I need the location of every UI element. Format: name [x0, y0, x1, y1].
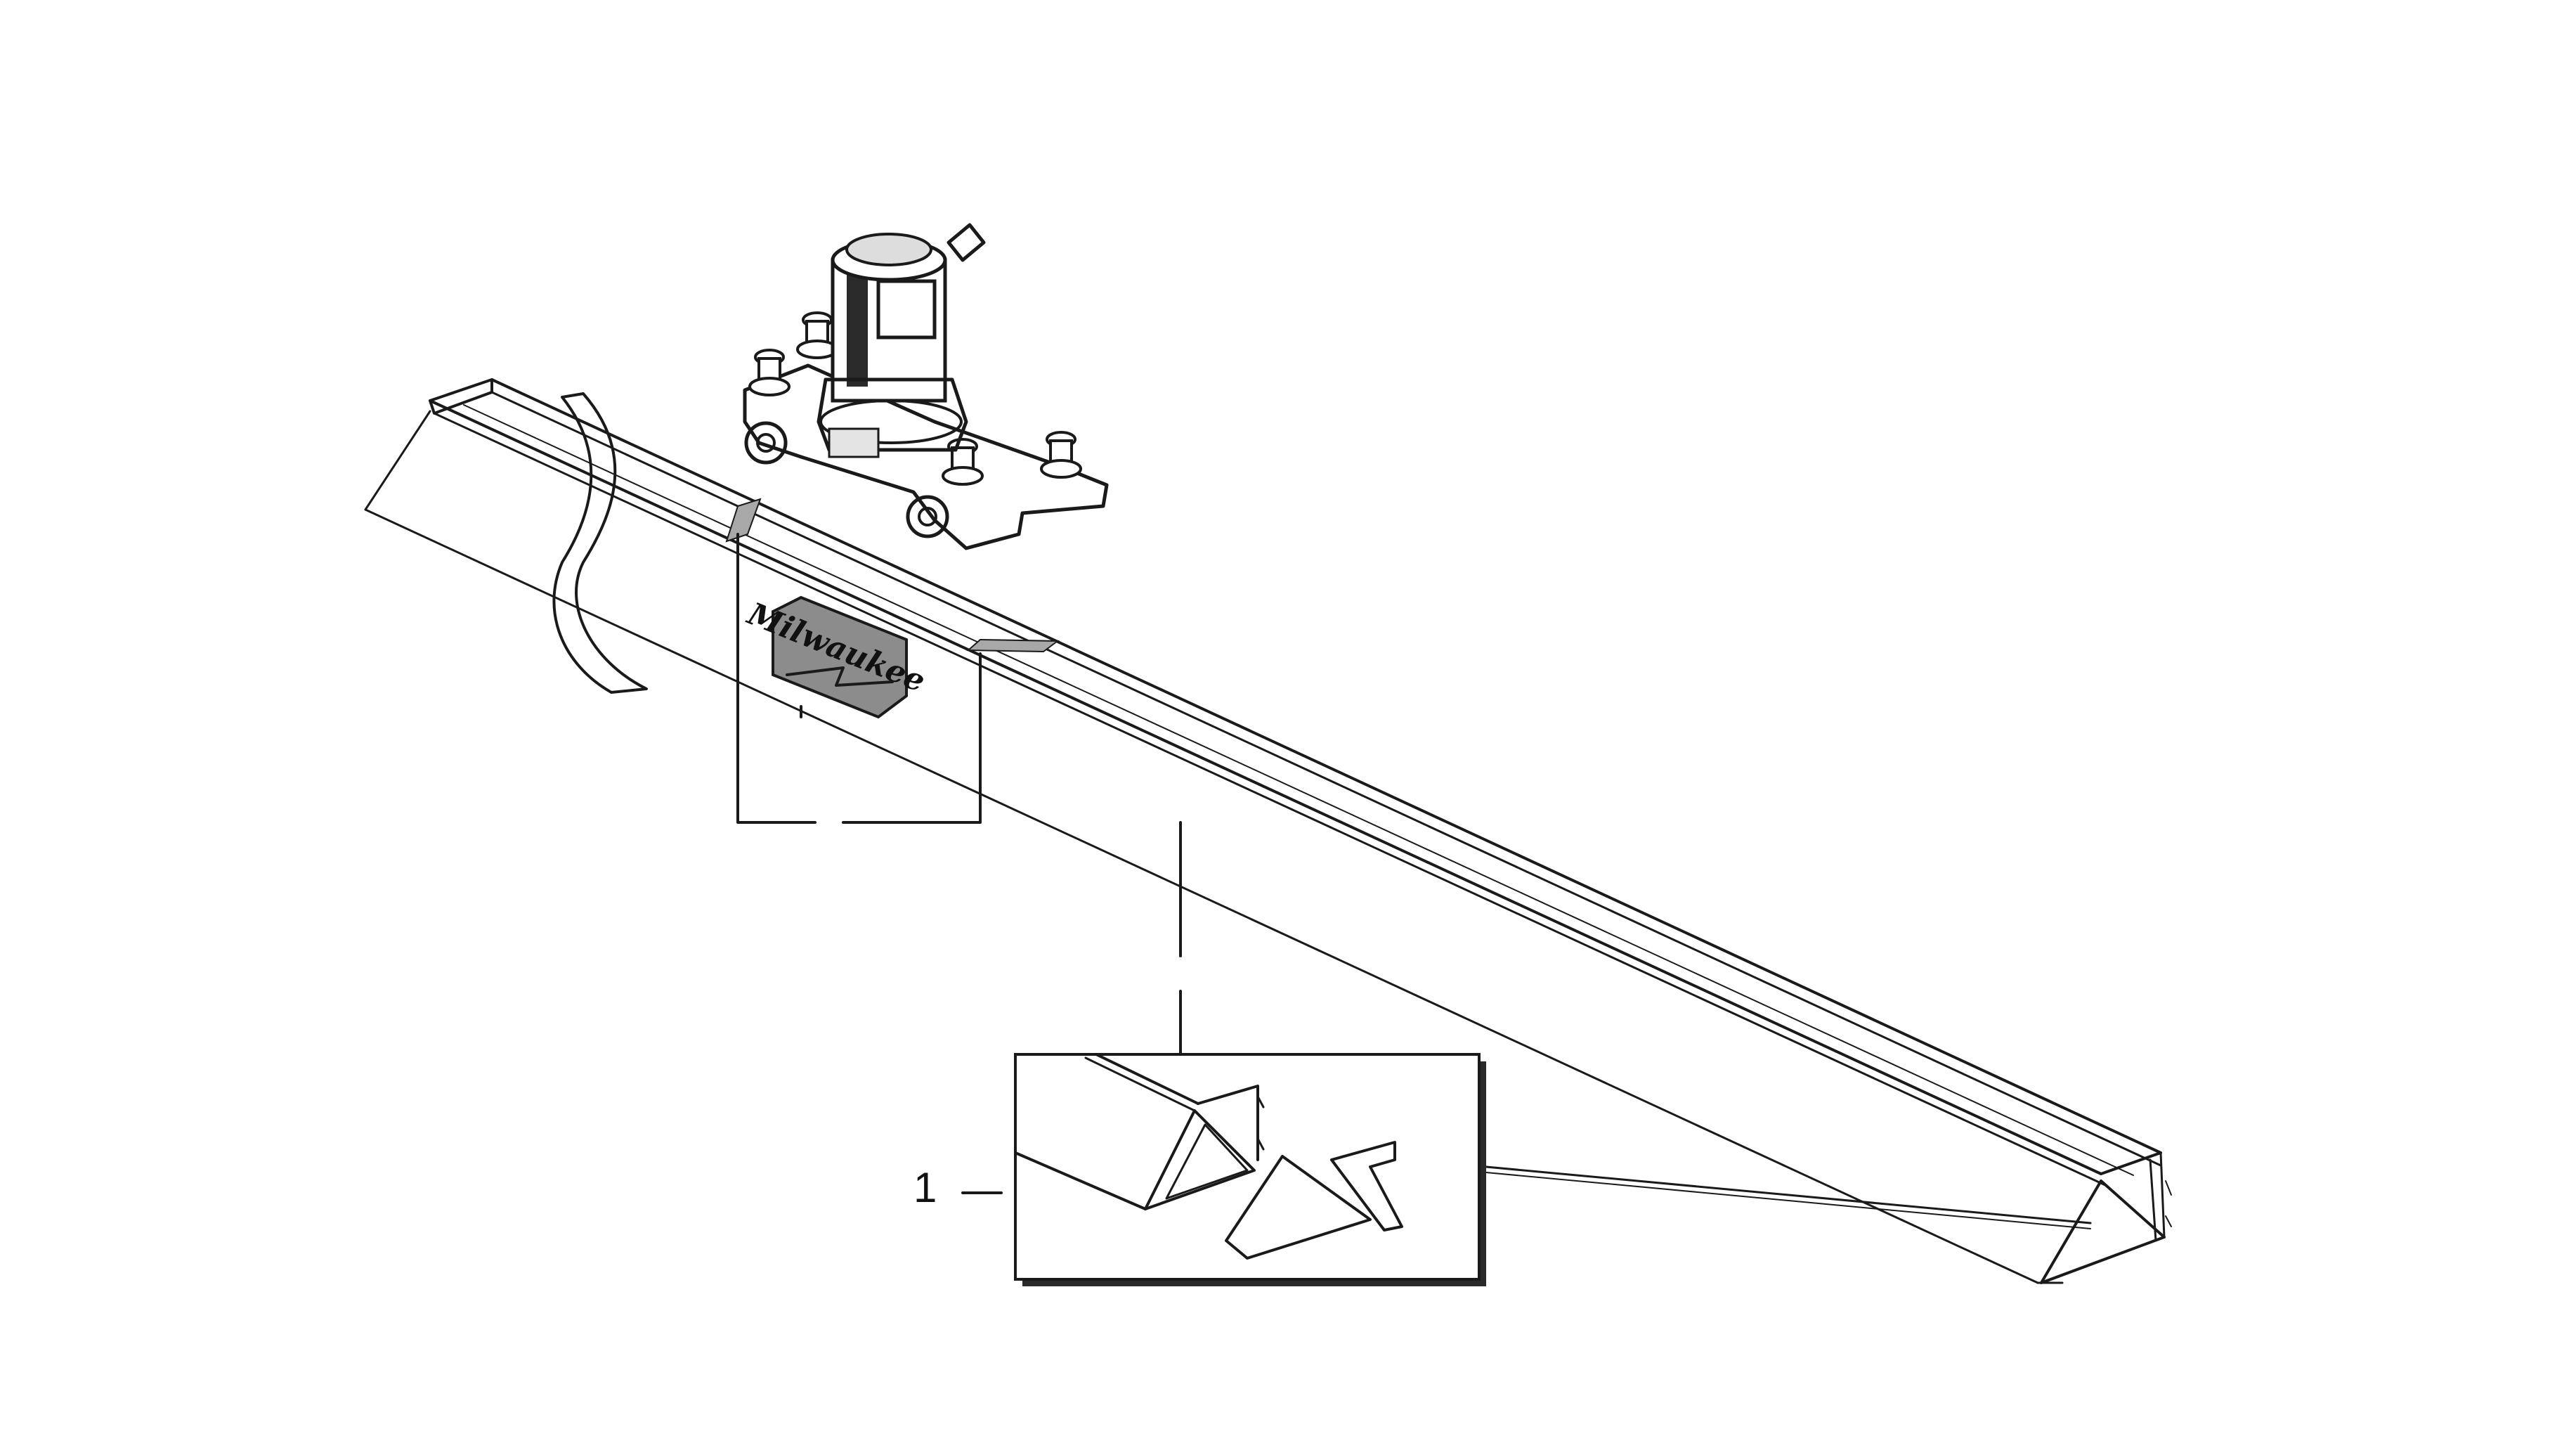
logo-callout-bracket: [736, 533, 982, 824]
rail-break-symbol: [552, 392, 648, 694]
track-rail: [364, 378, 2172, 1284]
milwaukee-logo: Milwaukee: [741, 595, 930, 719]
rail-marker-bands: [725, 498, 1060, 653]
end-cap-detail-box: [961, 1053, 1486, 1286]
detail-leader: [1179, 821, 2092, 1229]
laser-level-icon: [743, 223, 1109, 550]
callout-label-1: 1: [913, 1164, 937, 1211]
